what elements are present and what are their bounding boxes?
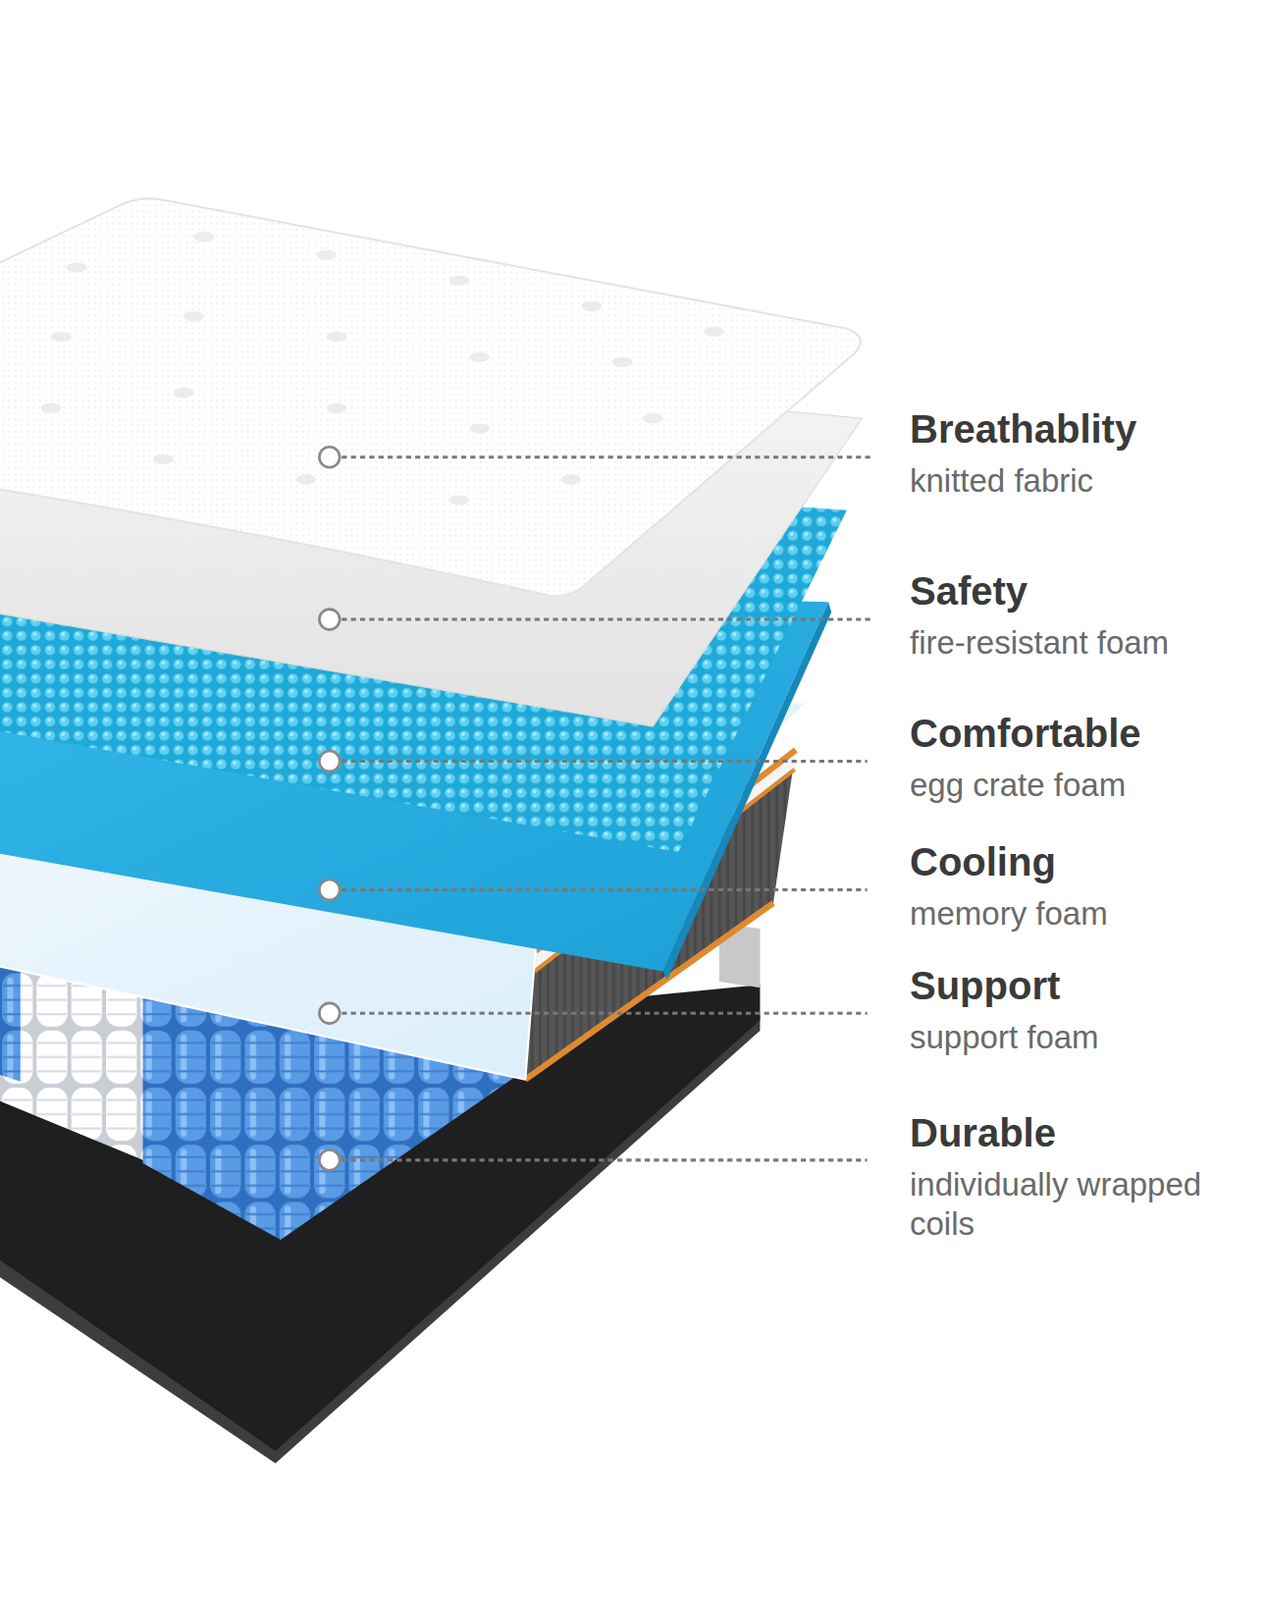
feature-detail: individually wrapped coils — [909, 1164, 1256, 1243]
feature-detail: support foam — [909, 1017, 1100, 1057]
feature-detail: egg crate foam — [909, 765, 1126, 805]
feature-detail: memory foam — [909, 894, 1108, 934]
feature-heading: Safety — [909, 567, 1028, 615]
feature-detail: fire-resistant foam — [909, 623, 1169, 663]
leader-lines — [341, 457, 874, 1161]
layer-stack — [0, 198, 874, 1463]
feature-heading: Breathablity — [909, 405, 1137, 453]
leader-dots — [318, 446, 340, 1170]
feature-heading: Support — [909, 961, 1060, 1009]
feature-heading: Durable — [909, 1108, 1056, 1157]
feature-heading: Comfortable — [909, 709, 1142, 757]
quilt-dimples — [41, 231, 725, 506]
feature-heading: Cooling — [909, 838, 1056, 886]
knitted-top — [0, 198, 861, 596]
feature-detail: knitted fabric — [909, 461, 1094, 501]
